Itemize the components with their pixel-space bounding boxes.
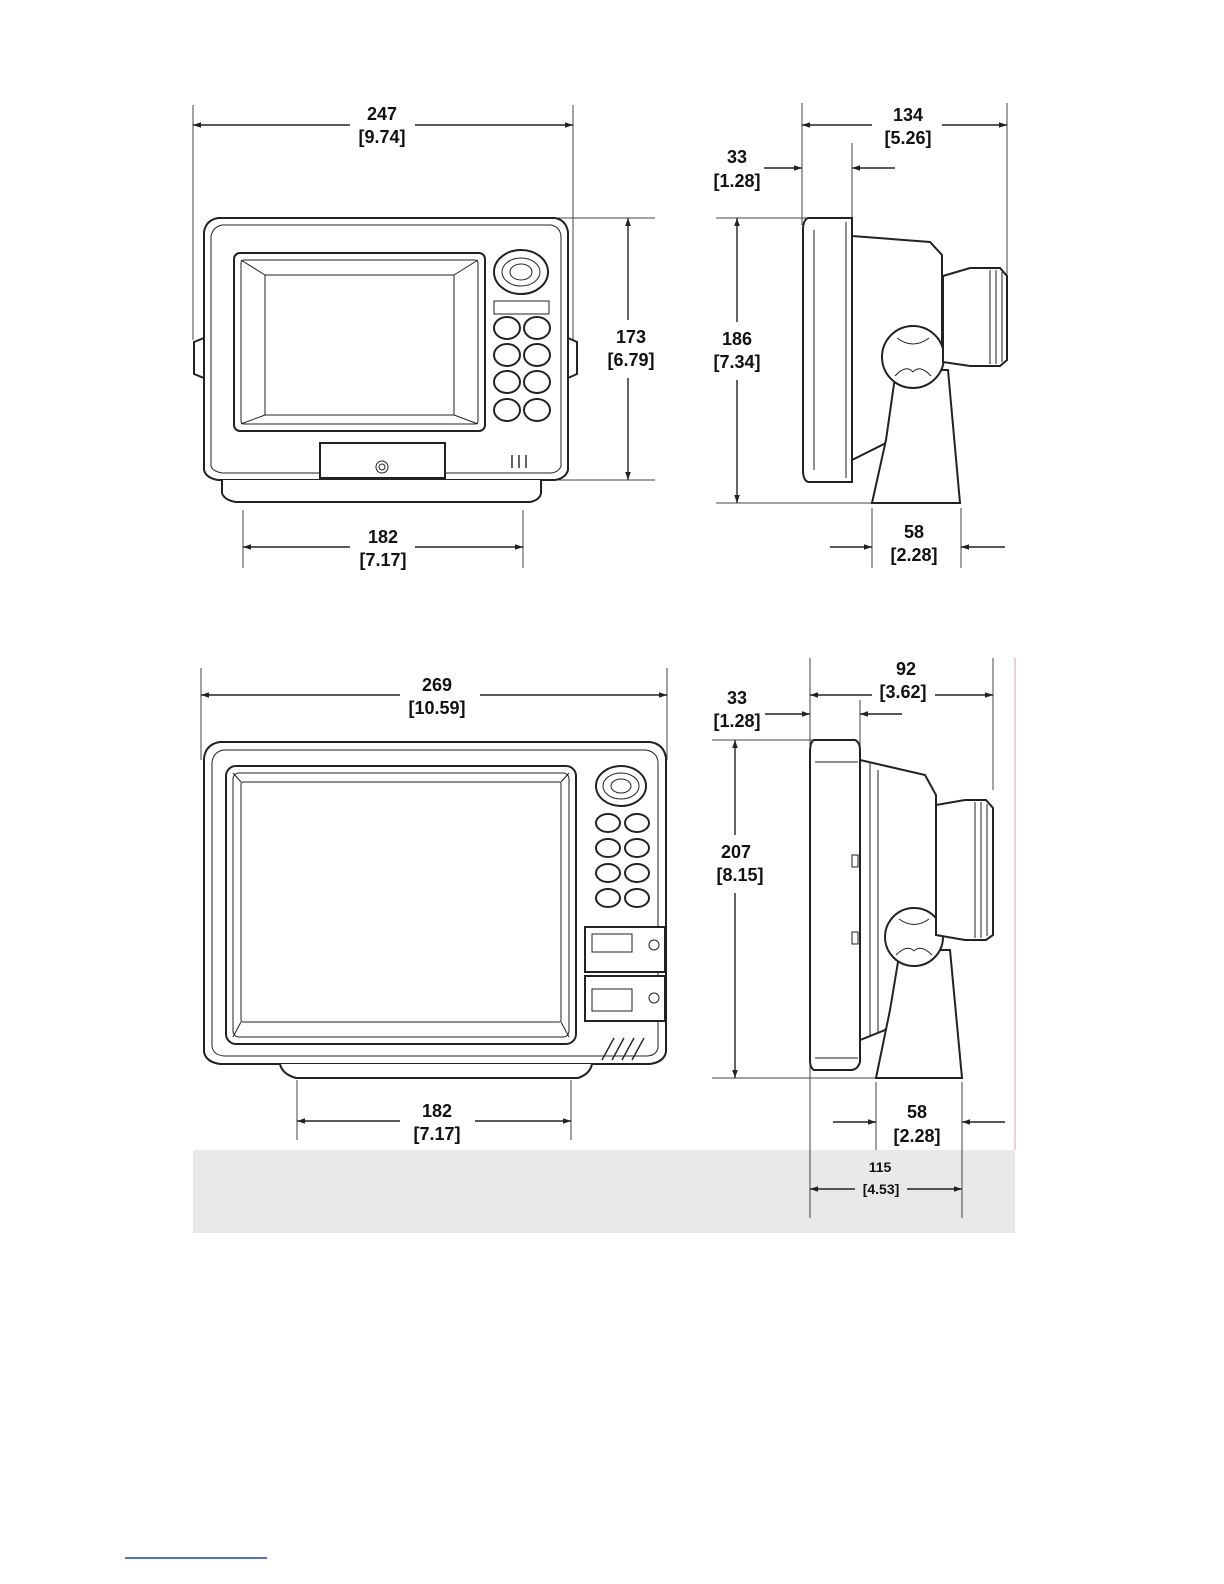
unit-1-depth-mm: 134	[893, 105, 923, 125]
unit-1-width-mm: 247	[367, 104, 397, 124]
unit-2-overall-in: [4.53]	[863, 1181, 900, 1197]
unit-1-bracket-in: [7.17]	[359, 550, 406, 570]
unit-1-bezel-mm: 33	[727, 147, 747, 167]
unit-1-bracket-mm: 182	[368, 527, 398, 547]
unit-2-front-view: 269 [10.59] 182 [7.17]	[201, 668, 667, 1144]
unit-1-width-in: [9.74]	[358, 127, 405, 147]
unit-2-depth-in: [3.62]	[879, 682, 926, 702]
footnote-separator-line	[125, 1557, 267, 1559]
unit-1-height-in: [6.79]	[607, 350, 654, 370]
unit-1-depth-in: [5.26]	[884, 128, 931, 148]
unit-1-front-view: 247 [9.74] 173 [6.79] 182 [7.17]	[193, 104, 655, 570]
unit-2-height-mm: 207	[721, 842, 751, 862]
unit-1-height-mm: 173	[616, 327, 646, 347]
unit-2-bezel-mm: 33	[727, 688, 747, 708]
unit-1-side-height-in: [7.34]	[713, 352, 760, 372]
unit-2-bracket-mm: 182	[422, 1101, 452, 1121]
unit-2-base-mm: 58	[907, 1102, 927, 1122]
unit-2-width-mm: 269	[422, 675, 452, 695]
unit-2-base-in: [2.28]	[893, 1126, 940, 1146]
unit-1-side-height-mm: 186	[722, 329, 752, 349]
unit-1-base-in: [2.28]	[890, 545, 937, 565]
unit-2-bezel-in: [1.28]	[713, 711, 760, 731]
unit-1-bezel-in: [1.28]	[713, 171, 760, 191]
unit-2-bracket-in: [7.17]	[413, 1124, 460, 1144]
unit-1-side-view: 134 [5.26] 33 [1.28] 186 [7.34] 58 [2.28…	[713, 103, 1007, 568]
unit-2-width-in: [10.59]	[408, 698, 465, 718]
unit-1-base-mm: 58	[904, 522, 924, 542]
unit-2-height-in: [8.15]	[716, 865, 763, 885]
unit-2-depth-mm: 92	[896, 659, 916, 679]
unit-2-overall-mm: 115	[869, 1159, 892, 1175]
